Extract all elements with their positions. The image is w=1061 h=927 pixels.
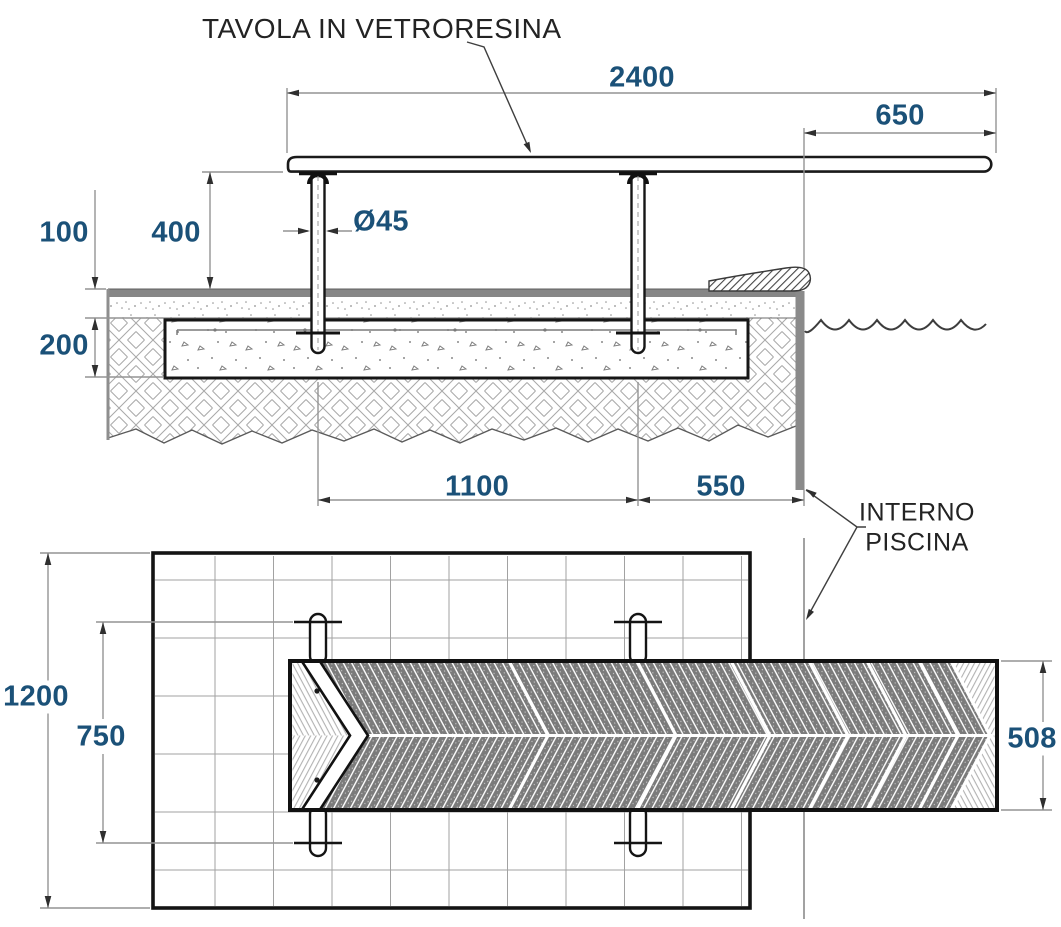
concrete-footing xyxy=(163,318,750,380)
support-post-1 xyxy=(296,171,340,355)
rebar-ties xyxy=(213,328,702,332)
chevron-band xyxy=(301,663,370,808)
dim-stand-height: 400 xyxy=(151,216,201,249)
plan-view xyxy=(151,538,999,919)
board-side-view xyxy=(286,155,993,173)
board-material-label: TAVOLA IN VETRORESINA xyxy=(202,13,562,44)
dim-board-length: 2400 xyxy=(609,61,675,94)
support-post-2 xyxy=(616,171,660,355)
board-plan-view xyxy=(288,659,999,812)
leader-arrowheads xyxy=(523,141,817,620)
dim-deck-slab: 100 xyxy=(39,216,89,249)
soil-break-line xyxy=(107,424,797,445)
anchor-bolt-dot xyxy=(314,688,320,694)
deck-screed-layer xyxy=(108,297,796,318)
dim-anchor-spacing: 750 xyxy=(73,720,129,754)
pool-interior-label-line1: INTERNO xyxy=(859,498,975,527)
dimension-lines xyxy=(40,88,1052,909)
leader-lines xyxy=(466,41,866,617)
dim-tip-overhang: 650 xyxy=(875,99,925,132)
pool-wall-section xyxy=(795,291,805,490)
deck-surface-band xyxy=(108,289,796,297)
coping-stone xyxy=(708,266,812,292)
dim-footing-width: 1200 xyxy=(0,680,72,714)
dim-post-spacing: 1100 xyxy=(444,470,510,503)
dimension-arrowheads xyxy=(44,89,1047,908)
side-view xyxy=(106,155,993,490)
water-line xyxy=(804,318,987,334)
anchor-bolt-dot xyxy=(314,777,320,783)
dim-post-diameter: Ø45 xyxy=(353,205,409,238)
pool-interior-label-line2: PISCINA xyxy=(865,528,969,557)
dim-board-width: 508 xyxy=(1004,722,1060,756)
anchor-posts-plan xyxy=(294,612,662,858)
dim-footing-depth: 200 xyxy=(39,329,89,362)
dim-post-to-edge: 550 xyxy=(696,470,746,503)
